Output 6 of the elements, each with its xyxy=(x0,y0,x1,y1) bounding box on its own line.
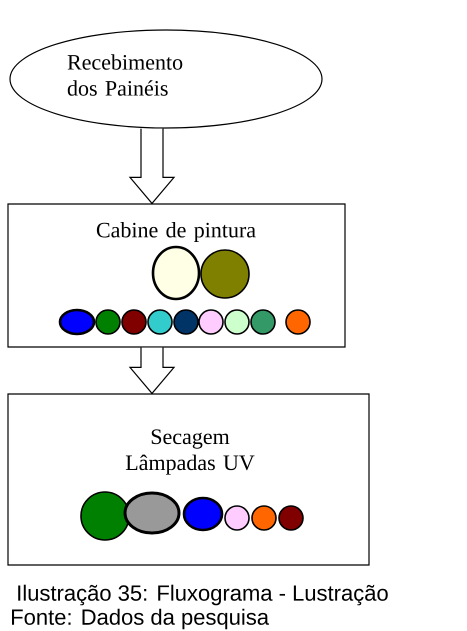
source-note: Fonte: Dados da pesquisa xyxy=(12,608,270,630)
process-box: Cabine de pintura xyxy=(7,203,346,348)
block-arrow xyxy=(128,347,176,394)
block-arrow xyxy=(128,128,176,204)
process-box: Secagem Lâmpadas UV xyxy=(7,393,370,566)
caption: Ilustração 35: Fluxograma - Lustração xyxy=(18,584,388,606)
